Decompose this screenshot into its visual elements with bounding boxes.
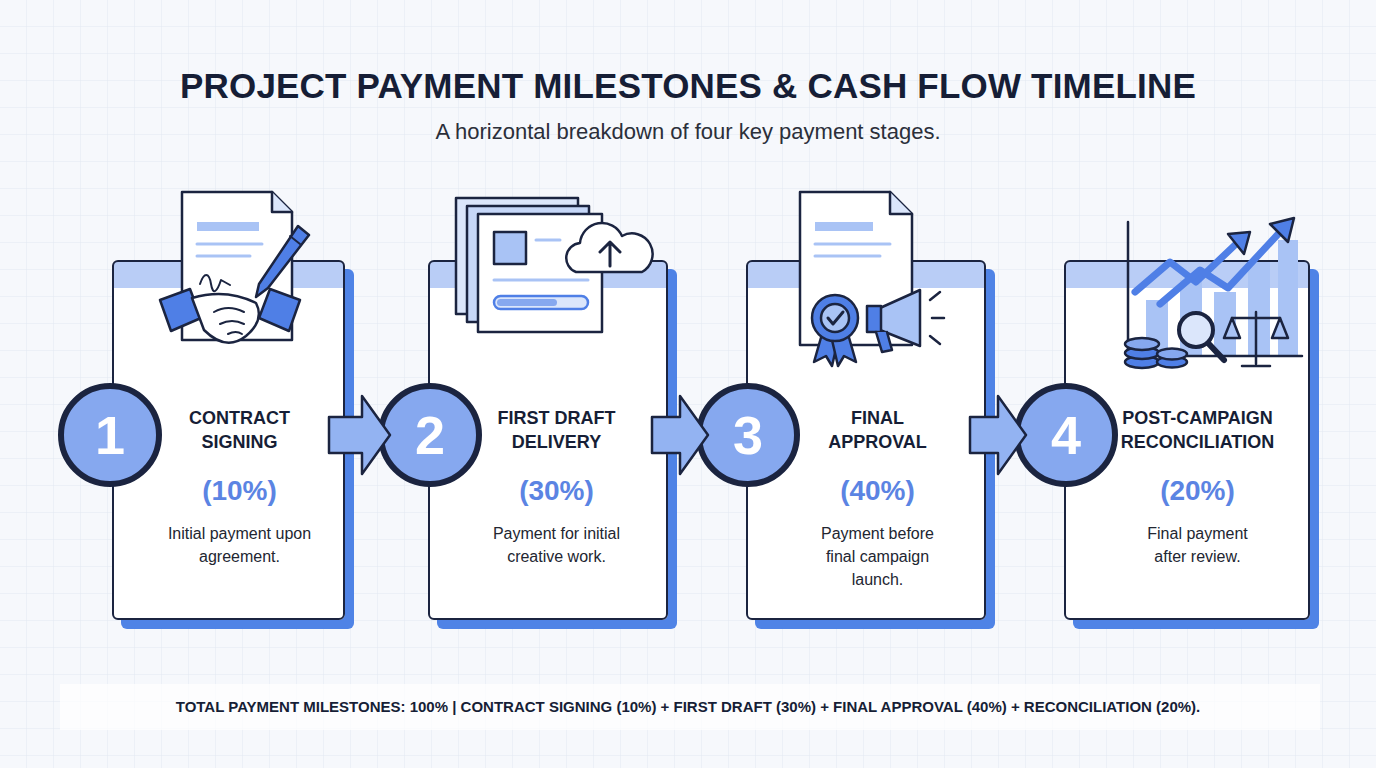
document-line xyxy=(197,243,262,246)
chart-bar xyxy=(1146,300,1168,355)
flow-arrow xyxy=(329,396,390,474)
trend-arrow-line xyxy=(1135,244,1236,292)
diagram-caption: A horizontal breakdown of four key payme… xyxy=(0,119,1376,145)
step-circle: 2 xyxy=(378,383,482,487)
summary-footer: TOTAL PAYMENT MILESTONES: 100% | CONTRAC… xyxy=(30,698,1346,715)
step-number: 3 xyxy=(733,408,763,462)
coin xyxy=(1125,338,1159,350)
magnifier-handle xyxy=(1208,343,1224,360)
badge-center xyxy=(821,304,849,332)
page-line xyxy=(494,279,588,282)
page-stack xyxy=(456,198,578,314)
sleeve-cuff xyxy=(259,289,300,331)
document-line xyxy=(197,255,250,258)
document-fold xyxy=(890,192,912,214)
contract-icon xyxy=(160,192,309,343)
trend-arrow-head xyxy=(1228,232,1250,254)
reconciliation-icon xyxy=(1125,218,1302,368)
sleeve-cuff xyxy=(160,289,201,331)
milestone-percent: (30%) xyxy=(447,474,667,508)
progress-track xyxy=(494,296,588,309)
step-circle: 3 xyxy=(696,383,800,487)
handshake-hands xyxy=(192,294,259,343)
step-number: 4 xyxy=(1051,408,1081,462)
coin xyxy=(1157,357,1187,368)
card-text-column: FINAL APPROVAL (40%) Payment before final … xyxy=(768,406,988,591)
milestone-percent: (10%) xyxy=(130,474,350,508)
document-line xyxy=(815,243,890,246)
magnifier-lens xyxy=(1179,313,1213,347)
milestone-description: Initial payment upon agreement. xyxy=(165,522,315,568)
diagram-title: PROJECT PAYMENT MILESTONES & CASH FLOW T… xyxy=(0,66,1376,106)
coin xyxy=(1157,349,1187,360)
card-text-column: CONTRACT SIGNING (10%) Initial payment upo… xyxy=(130,406,350,568)
milestone-description: Payment for initial creative work. xyxy=(474,522,639,568)
document-sheet xyxy=(182,192,292,340)
trend-arrow-head xyxy=(1270,218,1294,242)
badge-ribbon xyxy=(832,334,856,366)
handshake-fingers xyxy=(214,308,244,334)
scale-post xyxy=(1255,312,1258,364)
chart-bar xyxy=(1248,262,1270,355)
chart-bar xyxy=(1278,240,1298,355)
milestone-description: Payment before final campaign launch. xyxy=(815,522,940,591)
milestone-heading: FIRST DRAFT DELIVERY xyxy=(482,406,632,454)
trend-arrow-line xyxy=(1160,232,1280,304)
flow-arrow xyxy=(970,396,1026,474)
badge-ribbon xyxy=(814,334,838,366)
document-fold xyxy=(272,192,292,212)
document-sheet xyxy=(800,192,912,345)
page-line xyxy=(536,239,560,242)
signature-squiggle xyxy=(200,275,230,291)
step-circle: 1 xyxy=(58,383,162,487)
scale-beam xyxy=(1232,317,1280,320)
chart-axes xyxy=(1128,222,1302,356)
badge-rosette xyxy=(812,295,858,341)
coin xyxy=(1125,356,1159,368)
badge-check xyxy=(828,312,843,324)
step-number: 2 xyxy=(415,408,445,462)
chart-bar xyxy=(1180,280,1202,355)
footer-band xyxy=(60,684,1320,730)
image-placeholder xyxy=(494,232,526,264)
document-line xyxy=(197,222,259,231)
approval-icon xyxy=(800,192,944,366)
card-text-column: POST-CAMPAIGN RECONCILIATION (20%) Final p… xyxy=(1088,406,1308,568)
document-line xyxy=(815,255,880,258)
megaphone-handle xyxy=(876,332,892,352)
scale-base xyxy=(1242,365,1270,368)
megaphone-body xyxy=(867,306,881,332)
sound-lines xyxy=(930,292,944,344)
upload-arrow xyxy=(600,242,620,266)
flow-arrow xyxy=(652,396,708,474)
milestone-heading: FINAL APPROVAL xyxy=(813,406,943,454)
megaphone-horn xyxy=(880,290,920,346)
scale-pans xyxy=(1224,318,1288,338)
progress-fill xyxy=(497,299,557,306)
document-line xyxy=(815,222,873,231)
milestone-percent: (20%) xyxy=(1088,474,1308,508)
milestone-percent: (40%) xyxy=(768,474,988,508)
draft-upload-icon xyxy=(456,198,653,332)
pen xyxy=(256,226,309,297)
milestone-heading: POST-CAMPAIGN RECONCILIATION xyxy=(1103,406,1293,454)
step-number: 1 xyxy=(95,408,125,462)
step-circle: 4 xyxy=(1014,383,1118,487)
coin xyxy=(1125,347,1159,359)
milestone-description: Final payment after review. xyxy=(1135,522,1260,568)
cloud xyxy=(566,223,652,272)
page-stack xyxy=(467,206,589,322)
chart-bar xyxy=(1214,292,1236,355)
front-page xyxy=(478,214,602,332)
milestone-heading: CONTRACT SIGNING xyxy=(155,406,325,454)
pen-band xyxy=(290,236,300,244)
